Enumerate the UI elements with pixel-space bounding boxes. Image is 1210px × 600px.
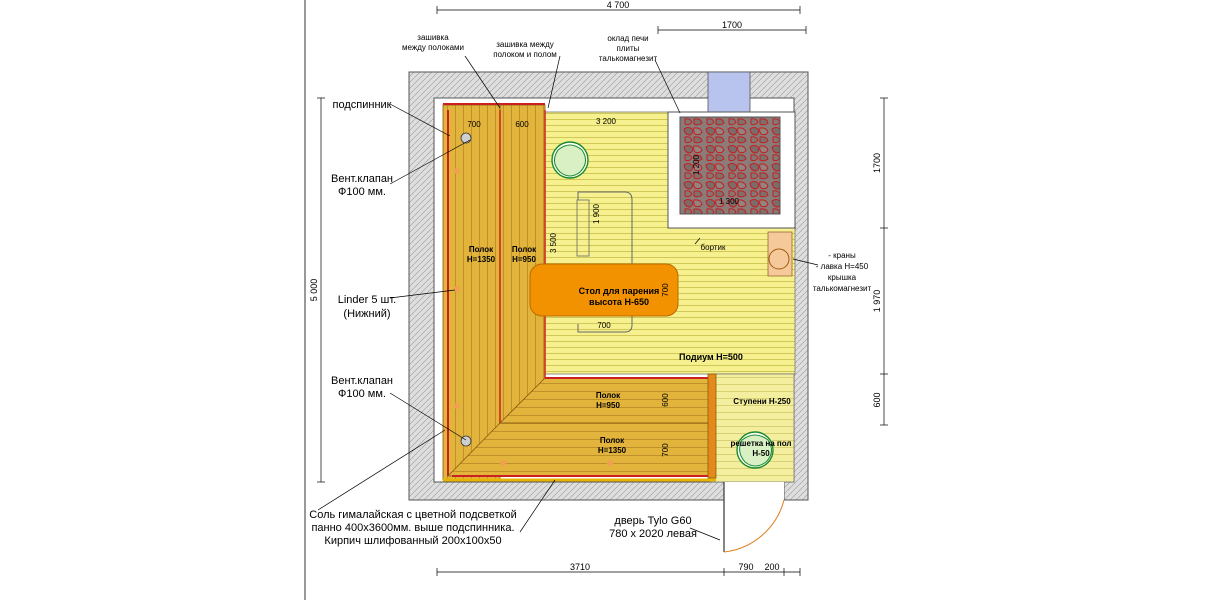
label-vent-bottom-1: Вент.клапан [331,375,393,387]
dim-top-right: 1700 [722,20,742,30]
dim-stove-width: 1 300 [719,197,740,206]
dim-right-middle: 1 970 [872,290,882,313]
label-shelf-950-left-1: Полок [512,245,537,254]
label-steps: Ступени Н-250 [733,397,791,406]
shelves-bottom [443,373,717,482]
plant-icon [551,141,774,469]
label-lining-between-2: между полоками [402,43,464,52]
dim-podium-span: 3 200 [596,117,617,126]
label-stove-cladding-2: плиты [617,44,640,53]
dim-right-top: 1700 [872,153,882,173]
dim-bottom-right: 200 [764,562,779,572]
chimney [707,71,751,113]
label-shelf-950-bottom-2: Н=950 [596,401,620,410]
dim-stove-height: 1 200 [692,154,701,175]
label-salt-panel-2: панно 400х3600мм. выше подспинника. [311,522,514,534]
dim-right-bottom: 600 [872,392,882,407]
dim-bottom-door: 790 [738,562,753,572]
dim-shelf-length: 3 500 [549,232,558,253]
label-steam-table-2: высота Н-650 [589,297,649,307]
dim-lower-shelf-top: 600 [661,393,670,407]
label-podium: Подиум Н=500 [679,352,743,362]
dim-table-guide: 1 900 [592,203,601,224]
dim-top-total: 4 700 [607,0,630,10]
label-lining-between-1: зашивка [417,33,449,42]
label-door-2: 780 х 2020 левая [609,528,697,540]
annotations: зашивка между полоками зашивка между пол… [309,33,871,547]
dimension-texts: 4 700 1700 5 000 1700 1 970 600 3710 790… [309,0,882,572]
label-vent-top-2: Ф100 мм. [338,186,386,198]
dim-shelf-mid-width: 600 [515,120,529,129]
stove [667,111,796,229]
label-salt-panel-3: Кирпич шлифованный 200х100х50 [324,535,501,547]
label-backrest: подспинник [333,99,392,111]
label-taps-4: талькомагнезит [813,284,872,293]
dim-shelf-top-width: 700 [467,120,481,129]
door [723,482,785,553]
label-taps-3: крышка [828,273,857,282]
label-linder-1: Linder 5 шт. [338,294,397,306]
dimension-lines [317,6,888,576]
label-stove-cladding-1: оклад печи [607,34,648,43]
label-steam-table-1: Стол для парения [579,286,660,296]
label-lining-floor-1: зашивка между [496,40,553,49]
label-stove-cladding-3: талькомагнезит [599,54,658,63]
label-taps-2: - лавка Н=450 [816,262,869,271]
label-bort: бортик [701,243,726,252]
taps-bench [767,227,796,277]
wall-fixtures [454,132,613,466]
dim-table-side: 700 [661,283,670,297]
label-shelf-950-left-2: Н=950 [512,255,536,264]
label-vent-top-1: Вент.клапан [331,173,393,185]
dim-table-bottom: 700 [597,321,611,330]
label-linder-2: (Нижний) [343,308,390,320]
label-shelf-1350-bottom-1: Полок [600,436,625,445]
steam-table [529,191,679,333]
dim-bottom-left: 3710 [570,562,590,572]
label-taps-1: - краны [828,251,856,260]
label-shelf-950-bottom-1: Полок [596,391,621,400]
label-shelf-1350-left-2: Н=1350 [467,255,496,264]
leader-lines [317,55,819,541]
label-vent-bottom-2: Ф100 мм. [338,388,386,400]
dim-lower-shelf-bottom: 700 [661,443,670,457]
label-lining-floor-2: полоком и полом [493,50,557,59]
label-floor-grate-2: Н-50 [752,449,770,458]
label-shelf-1350-bottom-2: Н=1350 [598,446,627,455]
label-door-1: дверь Tylo G60 [614,515,691,527]
label-shelf-1350-left-1: Полок [469,245,494,254]
dim-left-total: 5 000 [309,279,319,302]
label-floor-grate-1: решетка на пол [730,439,791,448]
label-salt-panel-1: Соль гималайская с цветной подсветкой [309,509,516,521]
